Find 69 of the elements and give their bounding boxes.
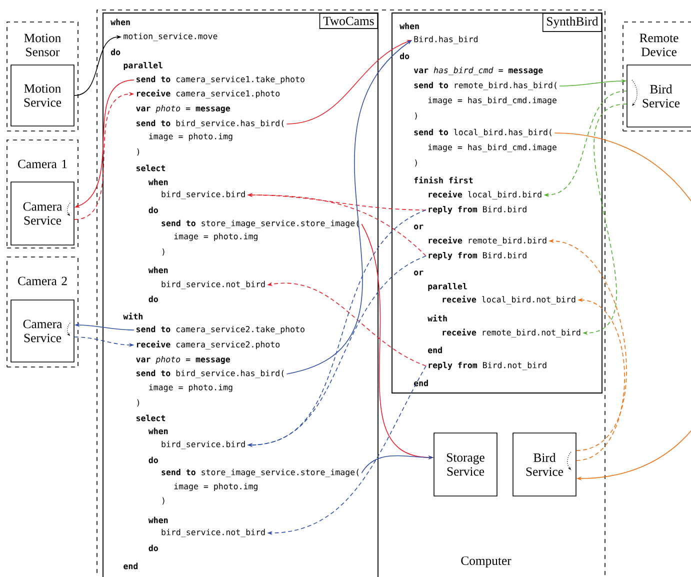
code-line: image = photo.img bbox=[149, 132, 232, 142]
code-line: parallel bbox=[428, 283, 467, 291]
code-line: var photo = message bbox=[136, 356, 230, 364]
code-line: image = photo.img bbox=[174, 482, 258, 492]
code-line: send to remote_bird.has_bird( bbox=[414, 82, 557, 90]
code-line: var photo = message bbox=[136, 105, 230, 113]
code-line: receive camera_service1.photo bbox=[136, 90, 280, 98]
code-line: receive remote_bird.not_bird bbox=[442, 328, 580, 338]
code-line: ) bbox=[415, 159, 417, 167]
service-box: Motion Service bbox=[10, 64, 74, 126]
code-line: receive remote_bird.bird bbox=[428, 236, 546, 246]
code-line: image = photo.img bbox=[149, 384, 232, 392]
code-line: or bbox=[414, 270, 424, 276]
code-line: end bbox=[124, 562, 138, 570]
code-line: ) bbox=[415, 112, 417, 120]
code-line: image = has_bird_cmd.image bbox=[428, 144, 556, 152]
code-line: reply from Bird.not_bird bbox=[428, 362, 546, 370]
code-line: do bbox=[148, 206, 158, 214]
code-line: parallel bbox=[124, 62, 162, 70]
code-line: receive local_bird.not_bird bbox=[442, 296, 576, 304]
code-line: do bbox=[400, 52, 410, 60]
code-line: end bbox=[414, 380, 428, 386]
code-line: send to bird_service.has_bird( bbox=[136, 370, 284, 378]
code-line: ) bbox=[162, 248, 164, 256]
code-line: send to local_bird.has_bird( bbox=[414, 128, 552, 138]
code-line: bird_service.not_bird bbox=[162, 280, 265, 290]
service-box: Storage Service bbox=[434, 432, 498, 496]
code-line: when bbox=[110, 18, 130, 26]
code-line: do bbox=[110, 48, 120, 56]
code-line: when bbox=[148, 516, 168, 524]
code-line: bird_service.not_bird bbox=[162, 528, 265, 538]
code-line: var has_bird_cmd = message bbox=[414, 66, 543, 76]
code-line: reply from Bird.bird bbox=[428, 252, 526, 260]
code-line: select bbox=[136, 414, 166, 422]
code-line: do bbox=[148, 456, 158, 464]
code-line: bird_service.bird bbox=[162, 440, 245, 450]
code-line: image = has_bird_cmd.image bbox=[428, 96, 556, 106]
code-line: ) bbox=[162, 497, 164, 505]
service-box: Bird Service bbox=[512, 432, 576, 496]
code-line: do bbox=[148, 296, 158, 302]
code-line: send to store_image_service.store_image( bbox=[162, 468, 359, 478]
code-line: when bbox=[400, 22, 419, 30]
code-line: receive camera_service2.photo bbox=[136, 340, 280, 350]
code-line: select bbox=[136, 164, 166, 172]
code-line: do bbox=[148, 544, 158, 552]
code-line: with bbox=[123, 312, 142, 320]
code-line: send to bird_service.has_bird( bbox=[136, 120, 284, 128]
code-line: ) bbox=[137, 148, 140, 156]
code-line: ) bbox=[137, 399, 140, 407]
code-line: Bird.has_bird bbox=[414, 36, 478, 44]
code-line: send to camera_service1.take_photo bbox=[136, 76, 304, 84]
code-line: send to camera_service2.take_photo bbox=[136, 326, 304, 334]
arrow bbox=[554, 132, 691, 481]
code-line: send to store_image_service.store_image( bbox=[162, 220, 359, 228]
code-line: or bbox=[414, 224, 424, 230]
code-line: with bbox=[428, 314, 447, 322]
code-line: reply from Bird.bird bbox=[428, 206, 526, 214]
code-line: end bbox=[428, 346, 442, 354]
service-box: Camera Service bbox=[10, 300, 74, 362]
code-line: when bbox=[148, 178, 168, 186]
code-line: motion_service.move bbox=[124, 32, 218, 42]
service-box: Camera Service bbox=[10, 182, 74, 246]
code-line: when bbox=[148, 428, 168, 434]
code-line: receive local_bird.bird bbox=[428, 190, 542, 200]
code-line: image = photo.img bbox=[174, 232, 258, 242]
code-line: bird_service.bird bbox=[162, 190, 245, 200]
service-box: Bird Service bbox=[626, 64, 691, 128]
code-line: finish first bbox=[414, 176, 473, 184]
code-line: when bbox=[148, 266, 168, 274]
